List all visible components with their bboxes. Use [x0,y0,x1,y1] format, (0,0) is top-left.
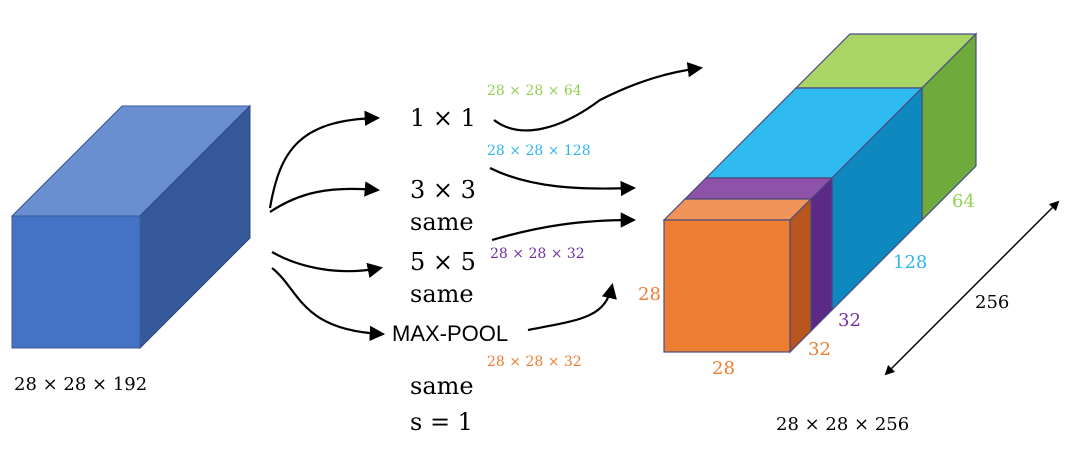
arrow-3x3-out [489,167,637,197]
slice-purple-top [683,177,834,200]
slice-label-128: 128 [893,252,927,273]
output-arrows [489,61,704,332]
depth-arrow [884,200,1060,376]
output-volume [662,32,978,354]
out-label-maxpool: 28 × 28 × 32 [487,354,582,370]
out-label-5x5: 28 × 28 × 32 [490,246,585,262]
slice-orange-side [789,197,812,354]
arrow-maxpool-out [527,282,617,332]
slice-label-64: 64 [952,191,975,212]
input-volume [10,104,252,350]
input-dims-label: 28 × 28 × 192 [14,374,147,395]
slice-purple-side [810,176,833,333]
maxpool-padding: same [410,372,474,400]
input-arrows [268,110,386,342]
output-height-label: 28 [638,284,661,305]
branch-3x3-label: 3 × 3 [410,176,476,204]
output-dims-label: 28 × 28 × 256 [776,414,909,435]
branch-5x5-label: 5 × 5 [410,248,476,276]
arrow-to-3x3 [269,181,381,213]
branch-5x5-padding: same [410,280,474,308]
branch-3x3-padding: same [410,208,474,236]
output-width-label: 28 [712,358,735,379]
slice-orange-front [663,219,791,353]
maxpool-stride: s = 1 [410,408,473,436]
branch-1x1-label: 1 × 1 [410,104,476,132]
out-label-3x3: 28 × 28 × 128 [487,143,591,159]
input-front-face [11,215,141,349]
slice-label-orange: 32 [808,339,831,360]
slice-orange-top [662,198,813,221]
arrow-to-1x1 [268,110,381,209]
arrow-to-maxpool [271,267,386,342]
branch-maxpool-label: MAX-POOL [392,321,508,346]
out-label-1x1: 28 × 28 × 64 [487,83,582,99]
arrow-5x5-out [491,212,637,242]
arrow-to-5x5 [271,251,384,278]
output-depth-label: 256 [975,292,1009,313]
slice-label-purple: 32 [838,310,861,331]
arrow-1x1-out [493,61,704,132]
